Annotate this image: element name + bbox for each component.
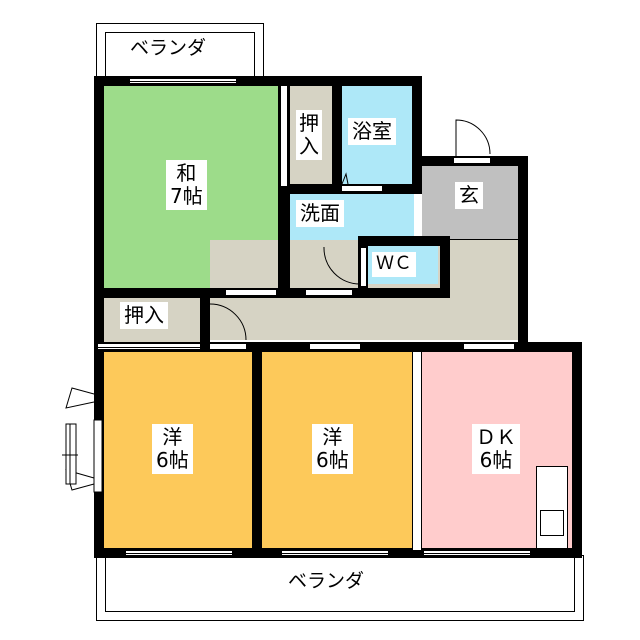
sliding-door-oshiire-top	[280, 86, 288, 186]
kitchen-sink	[540, 510, 564, 536]
door-youshitsu-1	[210, 344, 246, 349]
door-genkan	[454, 158, 490, 163]
window-youshitsu-2	[282, 550, 388, 556]
label-senmen: 洗面	[296, 200, 344, 227]
window-washitsu	[130, 78, 236, 84]
door-washitsu	[226, 290, 276, 295]
label-dk: ＤＫ 6帖	[472, 424, 520, 474]
door-dk	[464, 344, 514, 349]
balcony-top-label: ベランダ	[130, 37, 207, 59]
wall-washitsu-bottom	[94, 288, 290, 298]
sliding-door-dk	[412, 352, 422, 550]
window-youshitsu-1	[126, 550, 232, 556]
sliding-door-oshiire-left	[98, 343, 200, 350]
label-genkan: 玄	[455, 182, 483, 209]
label-wc: ＷＣ	[372, 252, 416, 277]
wall-right-upper	[518, 156, 528, 352]
wall-right-lower	[572, 342, 582, 558]
wall-top-mid	[280, 76, 422, 86]
label-oshiire-left: 押入	[120, 302, 168, 329]
label-washitsu: 和 7帖	[166, 160, 207, 210]
balcony-bottom-label: ベランダ	[288, 570, 365, 592]
label-oshiire-top: 押 入	[296, 110, 322, 160]
door-bathroom	[342, 186, 382, 191]
door-wc	[361, 248, 366, 286]
window-dk	[424, 550, 530, 556]
wall-right-bath	[412, 76, 422, 188]
kitchen-counter	[536, 466, 568, 550]
wall-left	[94, 76, 104, 558]
door-youshitsu-2	[310, 344, 360, 349]
label-youshitsu-2: 洋 6帖	[312, 424, 353, 474]
wall-oshiire-bath	[332, 76, 342, 190]
wall-genkan-hall-line	[422, 239, 518, 240]
label-bathroom: 浴室	[348, 118, 396, 145]
room-hall-ext	[448, 240, 518, 340]
wall-wc-right	[440, 236, 450, 298]
balcony-top	[96, 23, 264, 83]
wall-oshiire-right	[200, 288, 210, 352]
wall-wc-top	[358, 236, 450, 246]
label-youshitsu-1: 洋 6帖	[152, 424, 193, 474]
door-senmen	[306, 290, 352, 295]
wall-youshitsu-divider	[252, 342, 262, 558]
